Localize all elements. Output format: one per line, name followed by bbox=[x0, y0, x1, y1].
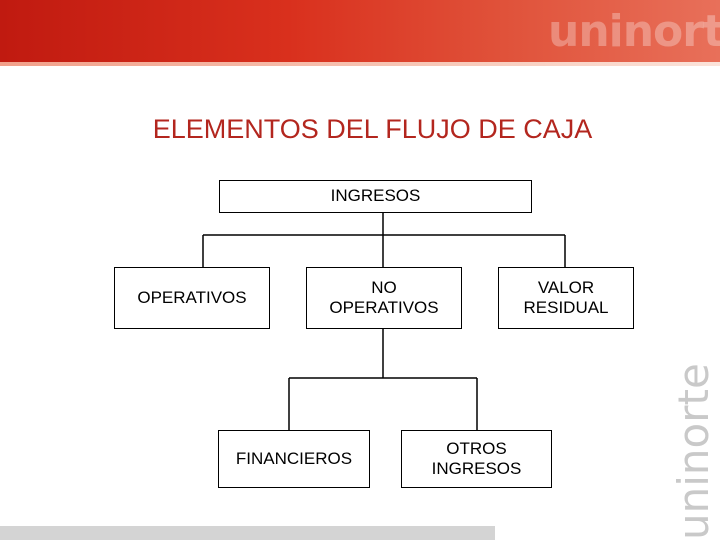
node-operativos: OPERATIVOS bbox=[114, 267, 270, 329]
uninorte-logo: uninorte bbox=[548, 6, 720, 57]
node-no-operativos: NO OPERATIVOS bbox=[306, 267, 462, 329]
node-otros-ingresos: OTROS INGRESOS bbox=[401, 430, 552, 488]
node-financieros: FINANCIEROS bbox=[218, 430, 370, 488]
header-banner: uninorte bbox=[0, 0, 720, 62]
node-ingresos: INGRESOS bbox=[219, 180, 532, 213]
header-stripe bbox=[0, 62, 720, 66]
node-valor-residual: VALOR RESIDUAL bbox=[498, 267, 634, 329]
footer-bar bbox=[0, 526, 495, 540]
slide-title: ELEMENTOS DEL FLUJO DE CAJA bbox=[152, 114, 593, 144]
